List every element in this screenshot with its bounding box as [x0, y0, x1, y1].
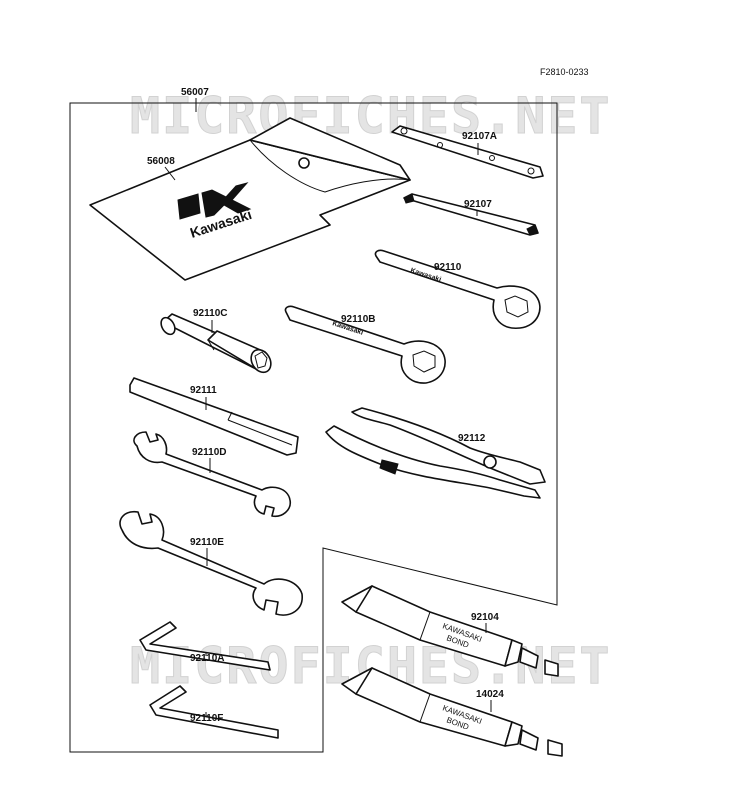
bond-tube-14024: KAWASAKI BOND [341, 667, 563, 757]
pliers-pivot [483, 455, 497, 469]
label-56007: 56007 [181, 87, 209, 98]
leader-56008 [164, 166, 176, 181]
label-92110f: 92110F [190, 713, 223, 724]
pouch-snap [298, 157, 310, 169]
hexkey-92110f [149, 685, 279, 739]
label-92111: 92111 [190, 385, 217, 396]
bond-tube-92104: KAWASAKI BOND [341, 585, 559, 677]
label-92107: 92107 [464, 199, 492, 210]
label-92110c: 92110C [193, 308, 227, 319]
wrench-92110e [119, 510, 303, 616]
label-92110d: 92110D [192, 447, 226, 458]
hexkey-92110a [139, 621, 271, 671]
label-92107a: 92107A [462, 131, 497, 142]
label-56008: 56008 [147, 156, 175, 167]
tool-pouch: Kawasaki [89, 117, 411, 281]
pliers-92112 [325, 407, 546, 499]
label-92110b: 92110B [341, 314, 375, 325]
figure-code: F2810-0233 [540, 67, 589, 77]
wrench-92107a [391, 125, 544, 179]
screwdriver-92107 [403, 193, 539, 236]
label-14024: 14024 [476, 689, 504, 700]
socket-92110c [160, 313, 272, 374]
kit-boundary [69, 102, 558, 753]
watermark-top: MICROFICHES.NET [130, 87, 612, 145]
label-92110: 92110 [434, 262, 462, 273]
wrench-92110d [133, 431, 292, 518]
label-92110a: 92110A [190, 653, 224, 664]
handle-92111 [129, 377, 299, 456]
label-92104: 92104 [471, 612, 499, 623]
label-92112: 92112 [458, 433, 486, 444]
label-92110e: 92110E [190, 537, 224, 548]
